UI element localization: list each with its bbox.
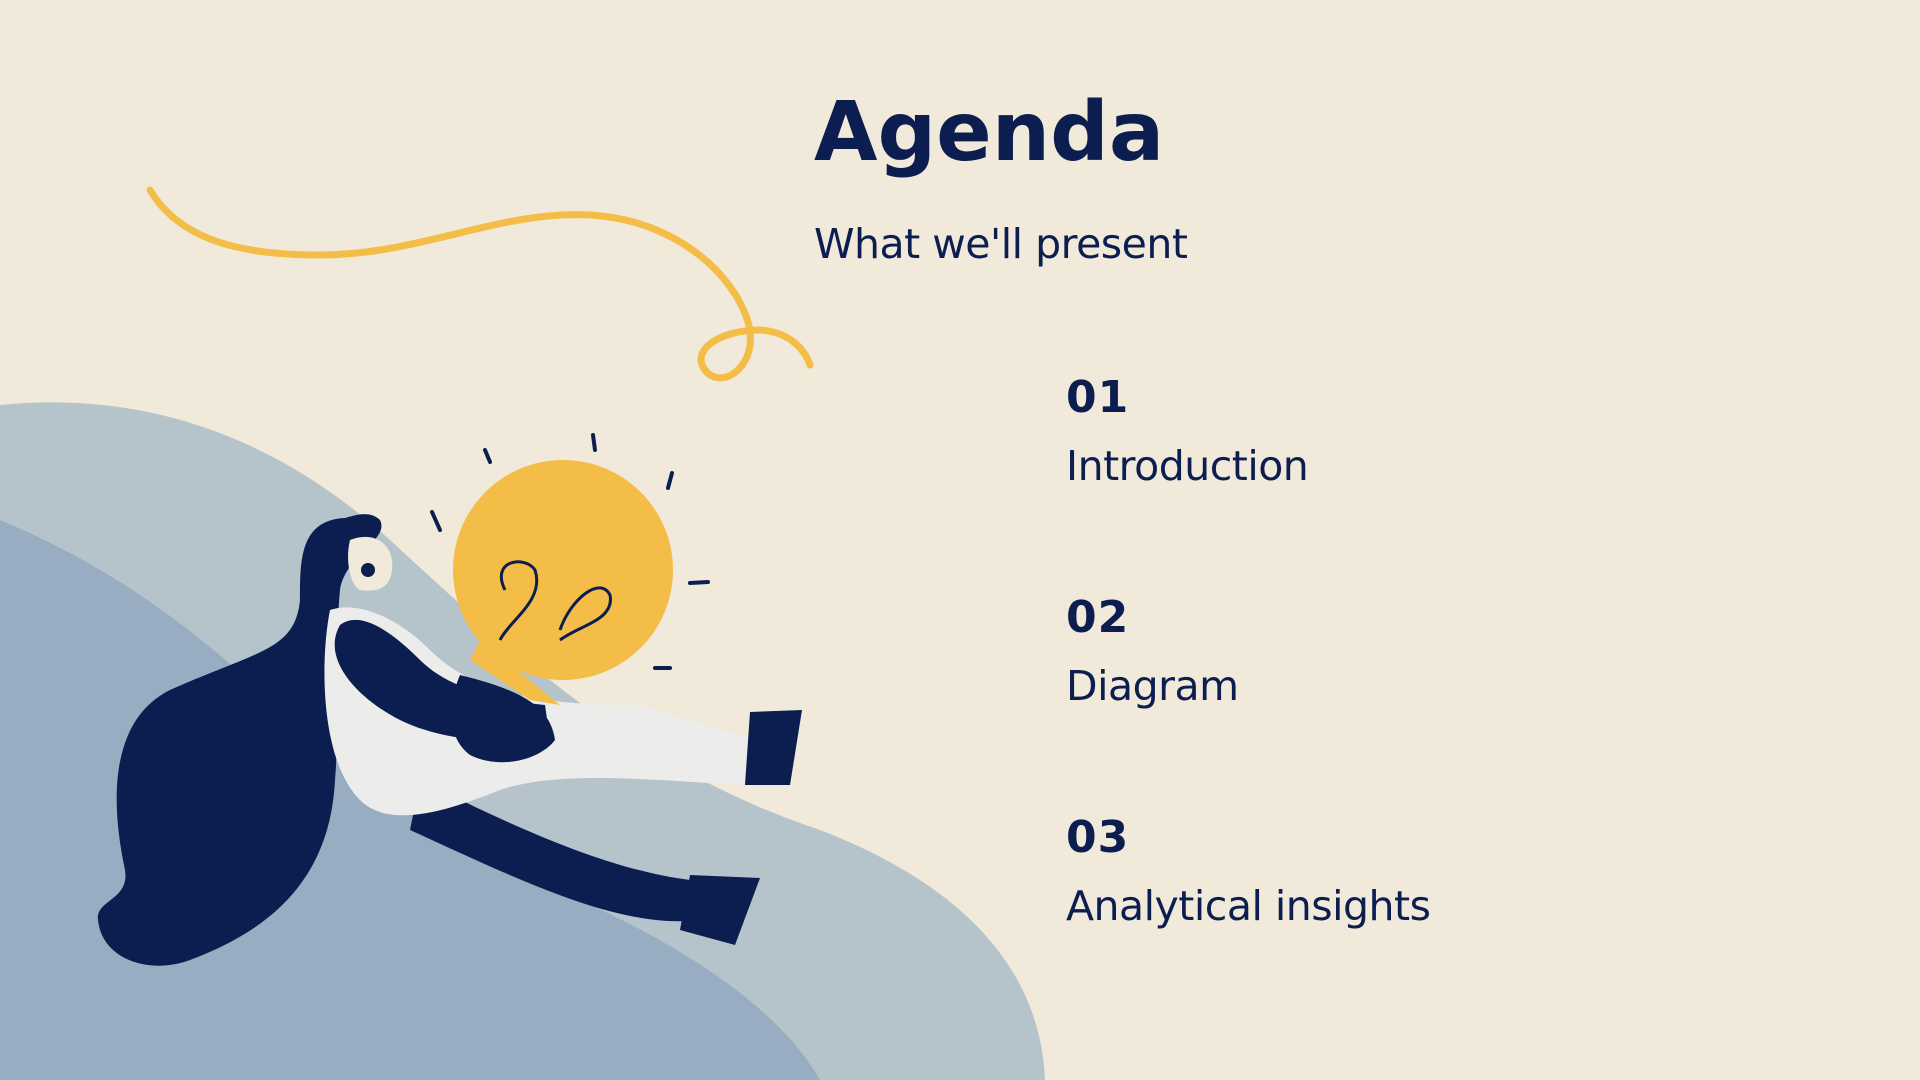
squiggle-line-icon [146,186,814,382]
agenda-item-number: 01 [1066,372,1130,423]
agenda-item-number: 02 [1066,592,1130,643]
agenda-item-label: Analytical insights [1066,882,1431,930]
page-title: Agenda [814,85,1165,180]
agenda-item-label: Diagram [1066,662,1239,710]
agenda-list: 01 Introduction 02 Diagram 03 Analytical… [1066,376,1431,1036]
agenda-item-diagram: 02 Diagram [1066,596,1430,816]
page-subtitle: What we'll present [814,220,1188,268]
lightbulb-icon [430,433,710,705]
woman-holding-lightbulb-icon [97,433,802,966]
agenda-item-number: 03 [1066,812,1130,863]
agenda-item-introduction: 01 Introduction [1066,376,1430,596]
agenda-item-label: Introduction [1066,442,1309,490]
agenda-item-analytical-insights: 03 Analytical insights [1066,812,1431,1036]
